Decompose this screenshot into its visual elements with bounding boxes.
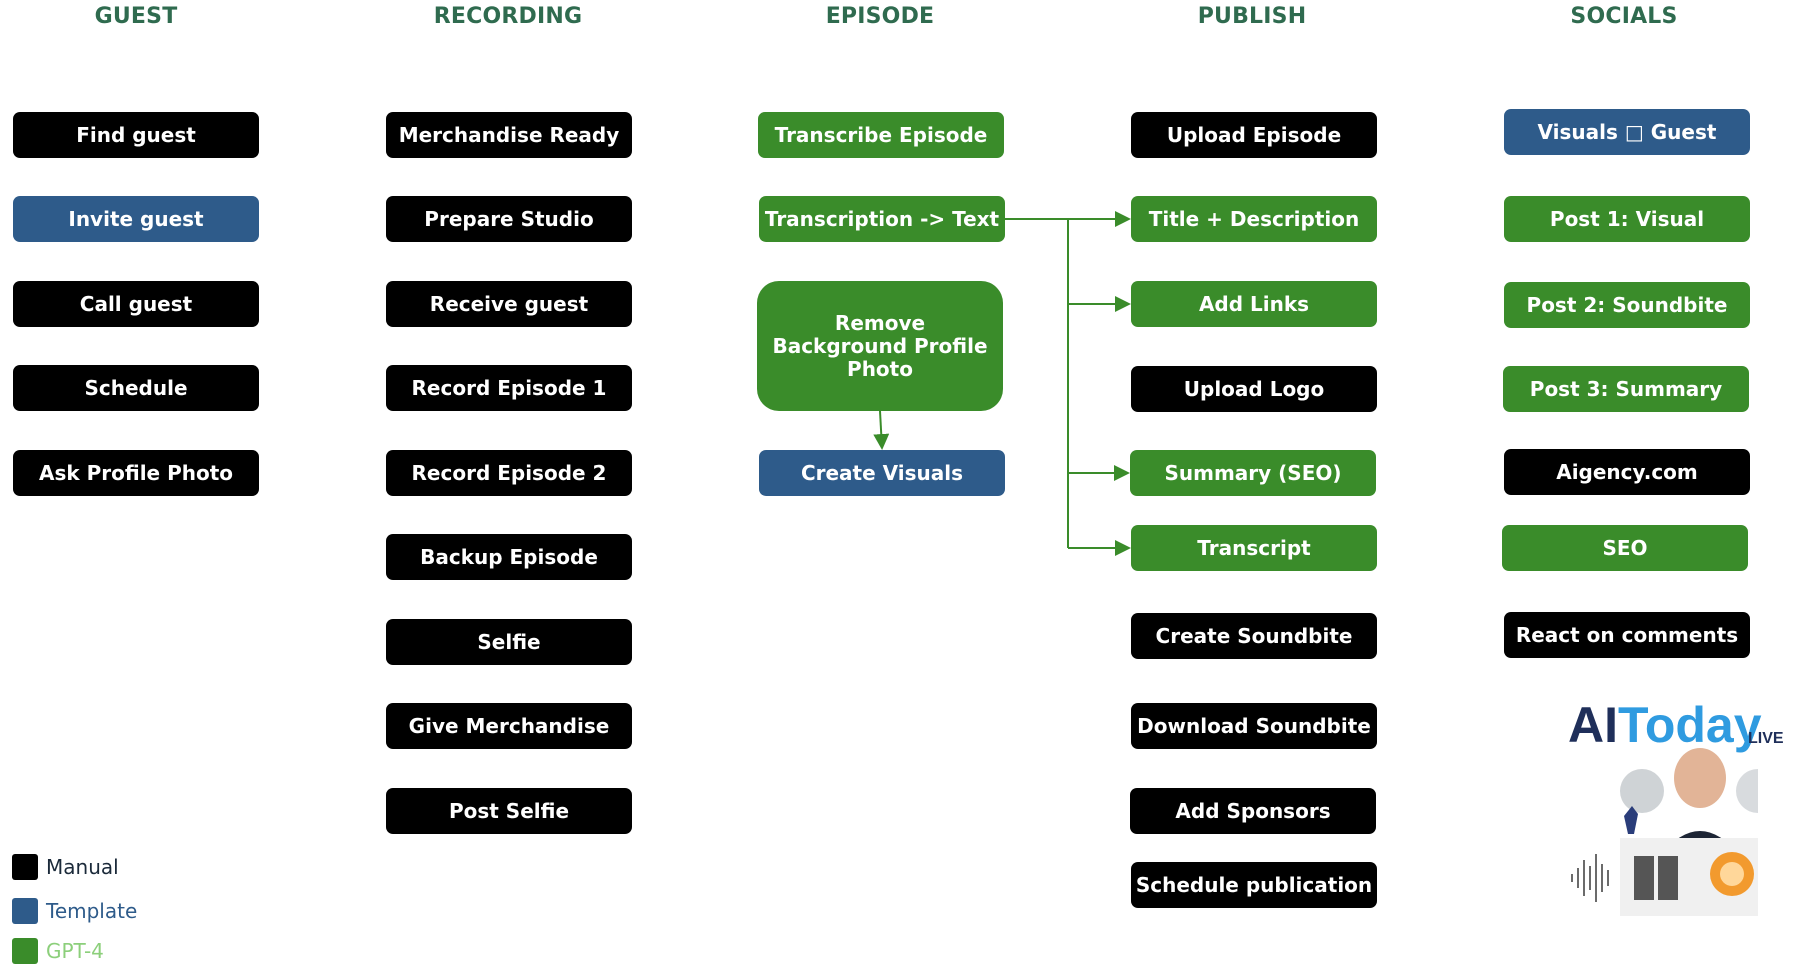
column-header-episode: EPISODE [825, 4, 935, 29]
person-head-icon [1674, 748, 1726, 808]
node-aigency: Aigency.com [1504, 449, 1750, 495]
node-add-links: Add Links [1131, 281, 1377, 327]
face-right-icon [1736, 769, 1758, 813]
face-left-icon [1620, 769, 1664, 813]
node-create-visuals: Create Visuals [759, 450, 1005, 496]
node-give-merchandise: Give Merchandise [386, 703, 632, 749]
speaker-right-icon [1658, 856, 1678, 900]
node-post-2-soundbite: Post 2: Soundbite [1504, 282, 1750, 328]
node-receive-guest: Receive guest [386, 281, 632, 327]
column-header-guest: GUEST [94, 4, 178, 29]
node-react-on-comments: React on comments [1504, 612, 1750, 658]
node-download-soundbite: Download Soundbite [1131, 703, 1377, 749]
node-upload-episode: Upload Episode [1131, 112, 1377, 158]
node-record-episode-1: Record Episode 1 [386, 365, 632, 411]
node-ask-profile-photo: Ask Profile Photo [13, 450, 259, 496]
node-find-guest: Find guest [13, 112, 259, 158]
node-visuals-guest: Visuals □ Guest [1504, 109, 1750, 155]
legend-swatch-template [12, 898, 38, 924]
connector-to-create-visuals [873, 410, 890, 450]
soundwave-left-icon [1571, 854, 1609, 902]
node-schedule-publication: Schedule publication [1131, 862, 1377, 908]
brand-title-ai: AI [1568, 697, 1618, 753]
node-prepare-studio: Prepare Studio [386, 196, 632, 242]
node-transcript: Transcript [1131, 525, 1377, 571]
small-figure-icon [1624, 806, 1638, 834]
legend-template: Template [12, 898, 137, 924]
node-post-selfie: Post Selfie [386, 788, 632, 834]
brand-live: LIVE [1748, 730, 1784, 747]
legend-label-template: Template [46, 899, 138, 923]
node-create-soundbite: Create Soundbite [1131, 613, 1377, 659]
node-selfie: Selfie [386, 619, 632, 665]
legend-label-gpt4: GPT-4 [46, 939, 104, 963]
node-backup-episode: Backup Episode [386, 534, 632, 580]
node-transcription-to-text: Transcription -> Text [759, 196, 1005, 242]
node-call-guest: Call guest [13, 281, 259, 327]
node-post-3-summary: Post 3: Summary [1503, 366, 1749, 412]
node-title-description: Title + Description [1131, 196, 1377, 242]
node-seo: SEO [1502, 525, 1748, 571]
node-transcribe-episode: Transcribe Episode [758, 112, 1004, 158]
column-header-socials: SOCIALS [1570, 4, 1678, 29]
node-summary-seo: Summary (SEO) [1130, 450, 1376, 496]
node-record-episode-2: Record Episode 2 [386, 450, 632, 496]
legend-label-manual: Manual [46, 855, 119, 879]
node-add-sponsors: Add Sponsors [1130, 788, 1376, 834]
legend-swatch-gpt4 [12, 938, 38, 964]
brand-title: AIToday [1568, 696, 1762, 754]
column-header-recording: RECORDING [433, 4, 583, 29]
legend-manual: Manual [12, 854, 119, 880]
node-post-1-visual: Post 1: Visual [1504, 196, 1750, 242]
legend-gpt4: GPT-4 [12, 938, 104, 964]
speaker-left-icon [1634, 856, 1654, 900]
column-header-publish: PUBLISH [1197, 4, 1307, 29]
brand-logo: AIToday LIVE [1568, 696, 1794, 956]
node-remove-background-photo: Remove Background Profile Photo [757, 281, 1003, 411]
legend-swatch-manual [12, 854, 38, 880]
brand-illustration [1571, 748, 1758, 916]
node-upload-logo: Upload Logo [1131, 366, 1377, 412]
brand-title-today: Today [1618, 697, 1762, 753]
node-invite-guest: Invite guest [13, 196, 259, 242]
node-schedule: Schedule [13, 365, 259, 411]
node-merchandise-ready: Merchandise Ready [386, 112, 632, 158]
